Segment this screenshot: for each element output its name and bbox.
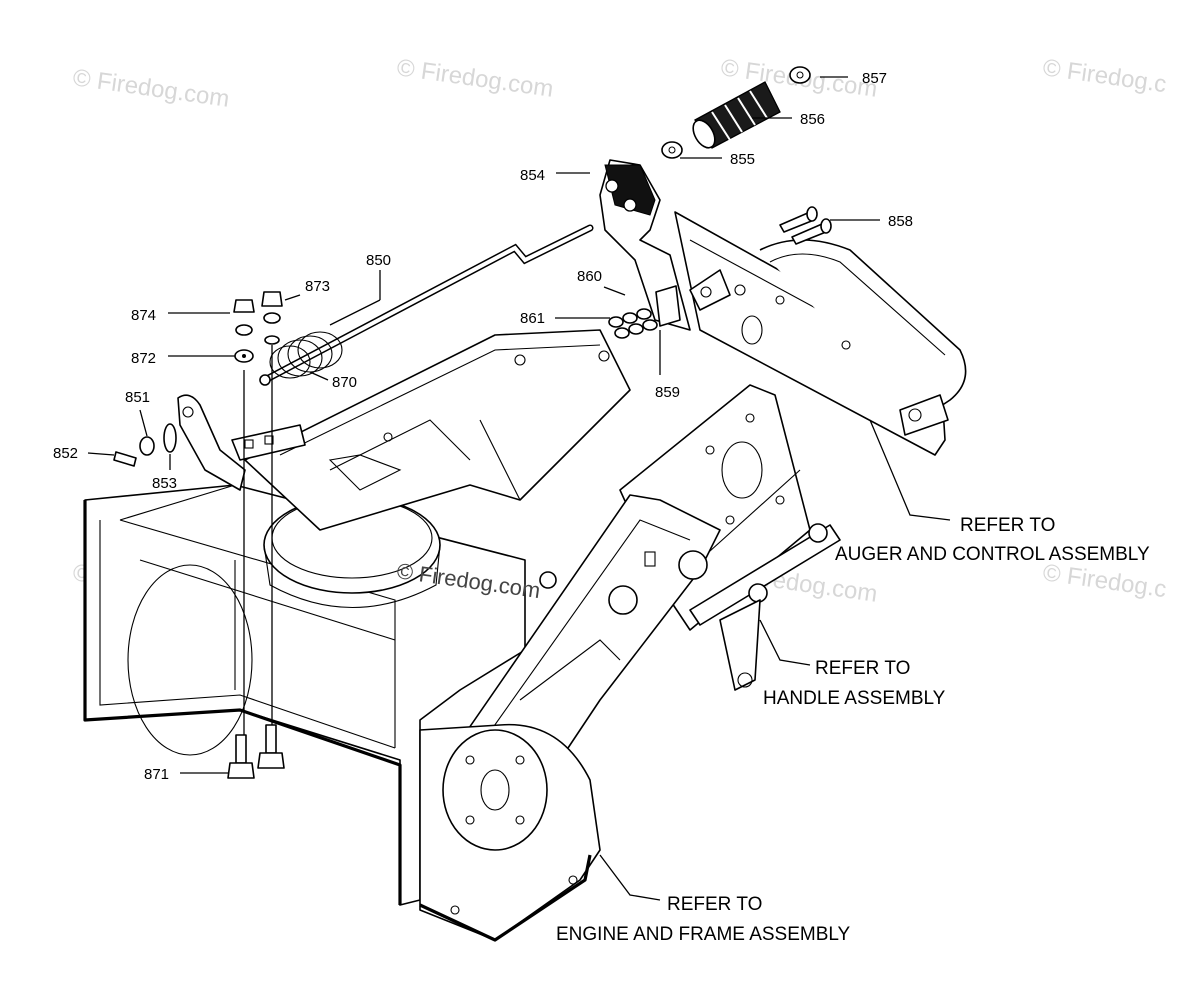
callout-852: 852 (53, 445, 78, 462)
ref-auger-line2: AUGER AND CONTROL ASSEMBLY (835, 544, 1150, 565)
callout-871: 871 (144, 766, 169, 783)
rod-850 (259, 224, 594, 386)
callout-856: 856 (800, 111, 825, 128)
callout-854: 854 (520, 167, 545, 184)
callout-858: 858 (888, 213, 913, 230)
ref-engine-line2: ENGINE AND FRAME ASSEMBLY (556, 924, 851, 945)
callout-labels: 857 856 855 854 858 850 860 873 874 861 … (53, 70, 913, 783)
bolts-871 (227, 724, 285, 779)
bolts-858 (779, 206, 832, 245)
watermark-1: © Firedog.com (71, 64, 231, 113)
callout-870: 870 (332, 374, 357, 391)
ref-handle-line2: HANDLE ASSEMBLY (763, 688, 946, 709)
ref-handle-line1: REFER TO (815, 658, 910, 679)
callout-850: 850 (366, 252, 391, 269)
callout-872: 872 (131, 350, 156, 367)
fasteners-left (233, 291, 283, 363)
main-frame (244, 329, 631, 531)
ref-engine-line1: REFER TO (667, 894, 762, 915)
callout-851: 851 (125, 389, 150, 406)
callout-873: 873 (305, 278, 330, 295)
callout-859: 859 (655, 384, 680, 401)
ref-auger-line1: REFER TO (960, 515, 1055, 536)
callout-857: 857 (862, 70, 887, 87)
watermark-4: © Firedog.c (1041, 54, 1168, 98)
callout-855: 855 (730, 151, 755, 168)
callout-874: 874 (131, 307, 156, 324)
callout-861: 861 (520, 310, 545, 327)
hardware-859-861 (608, 285, 681, 339)
cross-rods (689, 523, 841, 691)
leader-lines (87, 76, 951, 901)
callout-860: 860 (577, 268, 602, 285)
right-wheel-housing (419, 723, 601, 942)
callout-853: 853 (152, 475, 177, 492)
control-panel (674, 211, 967, 456)
watermark-7: © Firedog.c (1041, 559, 1168, 603)
watermark-2: © Firedog.com (395, 54, 555, 103)
bracket-854 (599, 159, 731, 331)
reference-notes: REFER TO AUGER AND CONTROL ASSEMBLY REFE… (556, 515, 1150, 945)
left-bracket (113, 394, 306, 491)
handle-grip (661, 66, 811, 159)
